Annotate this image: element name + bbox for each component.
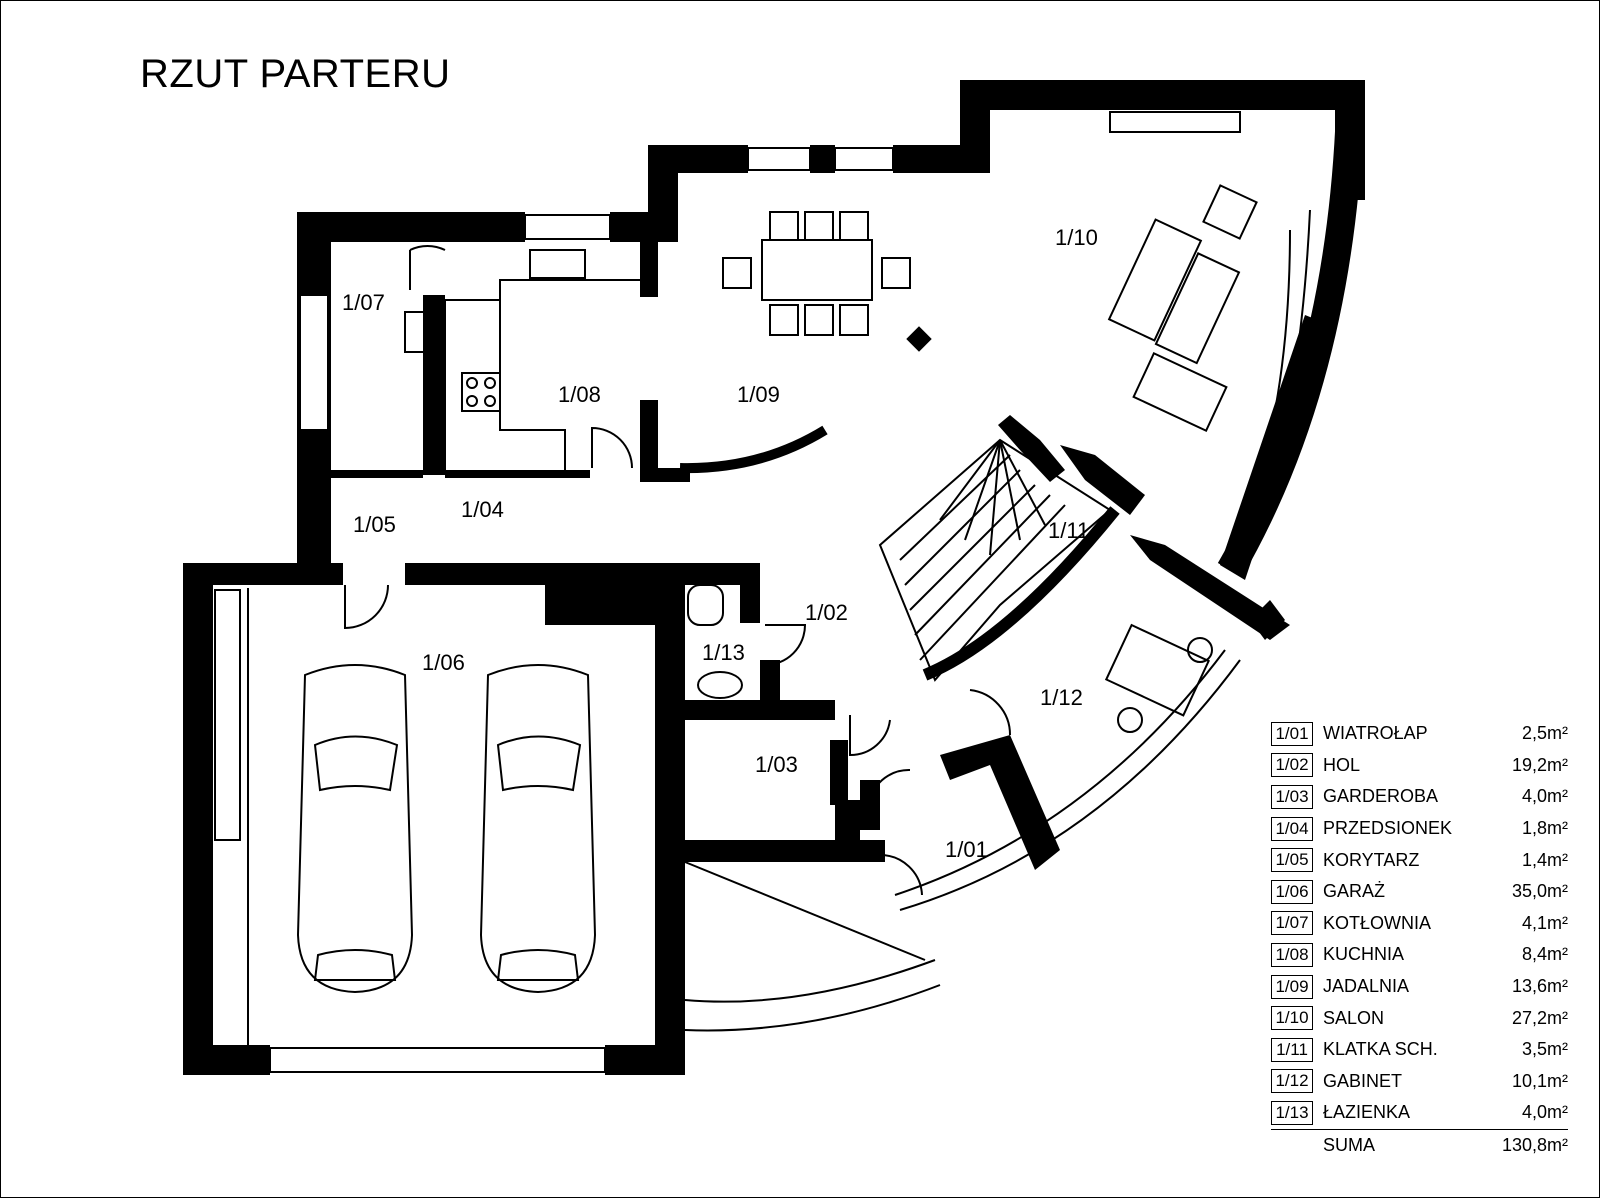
room-area: 8,4m² [1521, 944, 1568, 965]
cars [296, 664, 597, 994]
room-schedule-body: 1/01 WIATROŁAP 2,5m² 1/02 HOL 19,2m² 1/03 GARDE… [1271, 718, 1568, 1162]
room-name: PRZEDSIONEK [1323, 818, 1453, 839]
room-code: 1/11 [1271, 1037, 1313, 1062]
room-name: HOL [1323, 754, 1361, 775]
label-1-11: 1/11 [1048, 518, 1089, 543]
room-name: KLATKA SCH. [1323, 1039, 1438, 1060]
room-area: 4,1m² [1521, 912, 1568, 933]
room-area: 19,2m² [1511, 754, 1568, 775]
room-name: JADALNIA [1323, 976, 1410, 997]
label-1-05: 1/05 [353, 512, 396, 537]
room-code-cell: 1/08 [1271, 939, 1313, 971]
room-code: 1/01 [1271, 721, 1313, 746]
room-code: 1/07 [1271, 911, 1313, 936]
room-code-cell: 1/04 [1271, 813, 1313, 845]
walls [183, 80, 1365, 1075]
room-name: GARDEROBA [1323, 786, 1439, 807]
room-code: 1/10 [1271, 1006, 1313, 1031]
room-name: GARAŻ [1323, 881, 1386, 902]
label-1-09: 1/09 [737, 382, 780, 407]
label-1-07: 1/07 [342, 290, 385, 315]
room-code: 1/03 [1271, 784, 1313, 809]
room-code-cell: 1/13 [1271, 1097, 1313, 1129]
room-row: 1/02 HOL 19,2m² [1271, 750, 1568, 782]
room-code: 1/12 [1271, 1069, 1313, 1094]
room-code: 1/05 [1271, 848, 1313, 873]
room-name: SALON [1323, 1007, 1385, 1028]
room-code-cell: 1/03 [1271, 781, 1313, 813]
room-area: 3,5m² [1521, 1039, 1568, 1060]
room-row: 1/08 KUCHNIA 8,4m² [1271, 939, 1568, 971]
page-title: RZUT PARTERU [140, 52, 451, 96]
curved-walls [679, 109, 1364, 1032]
room-code-cell: 1/06 [1271, 876, 1313, 908]
label-1-13: 1/13 [702, 640, 745, 665]
room-code-cell: 1/09 [1271, 971, 1313, 1003]
room-row: 1/05 KORYTARZ 1,4m² [1271, 844, 1568, 876]
label-1-10: 1/10 [1055, 225, 1098, 250]
room-code-cell: 1/10 [1271, 1002, 1313, 1034]
room-name: KORYTARZ [1323, 849, 1420, 870]
room-area: 35,0m² [1511, 881, 1568, 902]
room-code: 1/04 [1271, 816, 1313, 841]
room-code-cell: 1/07 [1271, 908, 1313, 940]
room-labels: 1/07 1/08 1/09 1/10 1/11 1/12 1/04 1/05 … [342, 225, 1098, 862]
room-code: 1/06 [1271, 879, 1313, 904]
room-code: 1/09 [1271, 974, 1313, 999]
sum-spacer [1271, 1128, 1313, 1162]
doors [344, 245, 1012, 896]
windows [214, 111, 1241, 1073]
label-1-06: 1/06 [422, 650, 465, 675]
staircase [878, 438, 1112, 682]
label-1-01: 1/01 [945, 837, 988, 862]
room-name: WIATROŁAP [1323, 723, 1428, 744]
room-code: 1/08 [1271, 942, 1313, 967]
room-row: 1/04 PRZEDSIONEK 1,8m² [1271, 813, 1568, 845]
room-area: 10,1m² [1511, 1070, 1568, 1091]
room-row: 1/10 SALON 27,2m² [1271, 1002, 1568, 1034]
room-code-cell: 1/05 [1271, 844, 1313, 876]
room-row: 1/03 GARDEROBA 4,0m² [1271, 781, 1568, 813]
label-1-08: 1/08 [558, 382, 601, 407]
label-1-03: 1/03 [755, 752, 798, 777]
room-row: 1/01 WIATROŁAP 2,5m² [1271, 718, 1568, 750]
label-1-12: 1/12 [1040, 685, 1083, 710]
room-code: 1/13 [1271, 1100, 1313, 1125]
room-row: 1/06 GARAŻ 35,0m² [1271, 876, 1568, 908]
room-row: 1/11 KLATKA SCH. 3,5m² [1271, 1034, 1568, 1066]
room-area: 13,6m² [1511, 976, 1568, 997]
room-row: 1/07 KOTŁOWNIA 4,1m² [1271, 908, 1568, 940]
furniture [247, 184, 1258, 1045]
room-row: 1/13 ŁAZIENKA 4,0m² [1271, 1097, 1568, 1129]
room-area: 27,2m² [1511, 1007, 1568, 1028]
room-code-cell: 1/11 [1271, 1034, 1313, 1066]
room-area: 1,8m² [1521, 818, 1568, 839]
sum-area: 130,8m² [1473, 1128, 1568, 1162]
room-code-cell: 1/01 [1271, 718, 1313, 750]
room-area: 2,5m² [1521, 723, 1568, 744]
label-1-04: 1/04 [461, 497, 504, 522]
room-code-cell: 1/02 [1271, 750, 1313, 782]
room-area: 4,0m² [1521, 786, 1568, 807]
room-name: GABINET [1323, 1070, 1403, 1091]
room-schedule: 1/01 WIATROŁAP 2,5m² 1/02 HOL 19,2m² 1/03 GARDE… [1271, 718, 1568, 1162]
room-row: 1/12 GABINET 10,1m² [1271, 1066, 1568, 1098]
label-1-02: 1/02 [805, 600, 848, 625]
sum-label: SUMA [1313, 1128, 1473, 1162]
room-name: KOTŁOWNIA [1323, 912, 1432, 933]
chimney [906, 326, 932, 352]
room-name: KUCHNIA [1323, 944, 1405, 965]
room-name: ŁAZIENKA [1323, 1102, 1411, 1123]
room-area: 1,4m² [1521, 849, 1568, 870]
room-code-cell: 1/12 [1271, 1066, 1313, 1098]
room-area: 4,0m² [1521, 1102, 1568, 1123]
room-row: 1/09 JADALNIA 13,6m² [1271, 971, 1568, 1003]
room-code: 1/02 [1271, 753, 1313, 778]
